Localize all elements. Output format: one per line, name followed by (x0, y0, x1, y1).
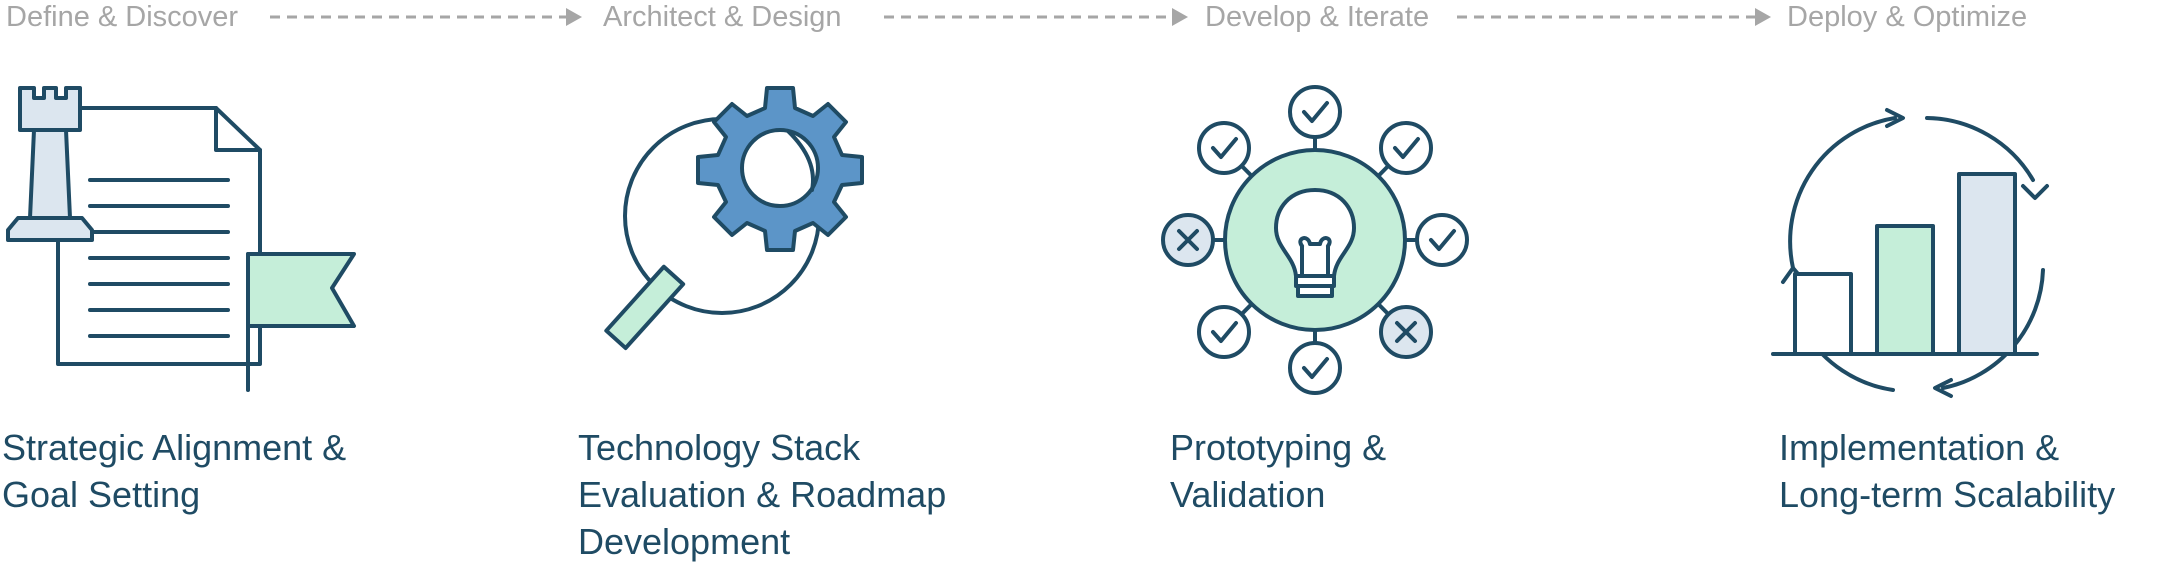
phase-label-deploy-optimize: Deploy & Optimize (1787, 1, 2028, 33)
phase-label-architect-design: Architect & Design (603, 1, 842, 33)
magnifier-gear-icon (604, 86, 864, 351)
step-caption-implementation: Implementation & Long-term Scalability (1779, 424, 2115, 518)
caption-line: Long-term Scalability (1779, 474, 2116, 515)
phase-connector-2 (884, 8, 1188, 26)
caption-line: Strategic Alignment & (2, 427, 347, 468)
caption-line: Evaluation & Roadmap (578, 474, 947, 515)
caption-line: Development (578, 521, 791, 562)
strategy-document-flag-icon (6, 86, 356, 392)
phase-connector-3 (1457, 8, 1771, 26)
step-caption-prototyping: Prototyping & Validation (1170, 424, 1386, 518)
lightbulb-checklist-icon (1161, 85, 1469, 395)
phase-label-develop-iterate: Develop & Iterate (1205, 1, 1430, 33)
phase-label-define-discover: Define & Discover (6, 1, 239, 33)
step-caption-technology-stack: Technology Stack Evaluation & Roadmap De… (578, 424, 946, 565)
caption-line: Validation (1170, 474, 1326, 515)
step-caption-strategic-alignment: Strategic Alignment & Goal Setting (2, 424, 346, 518)
caption-line: Prototyping & (1170, 427, 1387, 468)
caption-line: Technology Stack (578, 427, 861, 468)
caption-line: Goal Setting (2, 474, 201, 515)
caption-line: Implementation & (1779, 427, 2060, 468)
growth-chart-cycle-icon (1771, 108, 2049, 398)
phase-connector-1 (270, 8, 582, 26)
